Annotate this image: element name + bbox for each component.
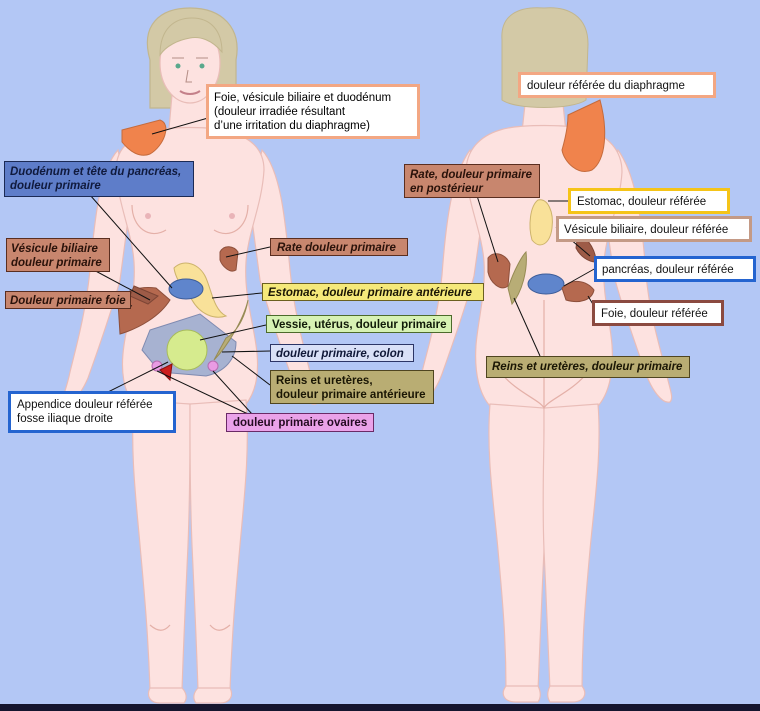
label-estomac-front: Estomac, douleur primaire antérieure (262, 283, 484, 301)
label-foie-back: Foie, douleur référée (592, 300, 724, 326)
pancreas-back (527, 273, 565, 295)
front-hair (159, 17, 223, 57)
front-face-features (172, 57, 208, 95)
gallbladder-front (129, 285, 159, 305)
kidney-back (507, 250, 527, 306)
front-chest-lines (131, 204, 249, 631)
label-foie-vesicule-duodenum: Foie, vésicule biliaire et duodénum (dou… (206, 84, 420, 139)
bladder-uterus-front (166, 329, 208, 371)
diaphragm-back (561, 99, 606, 172)
front-organs (117, 119, 249, 382)
label-pancreas-back: pancréas, douleur référée (594, 256, 756, 282)
label-colon: douleur primaire, colon (270, 344, 414, 362)
stomach-back (529, 199, 553, 246)
label-rate-back: Rate, douleur primaire en postérieur (404, 164, 540, 198)
label-vesicule-back: Vésicule biliaire, douleur référée (556, 216, 752, 242)
label-reins-front: Reins et uretères, douleur primaire anté… (270, 370, 434, 404)
ovary-right (207, 360, 219, 372)
diaphragm-irradiation-front (121, 119, 167, 156)
label-ovaires: douleur primaire ovaires (226, 413, 374, 432)
label-estomac-back: Estomac, douleur référée (568, 188, 730, 214)
pancreas-front (168, 278, 204, 300)
label-vessie-uterus: Vessie, utérus, douleur primaire (266, 315, 452, 333)
spleen-front (219, 246, 239, 272)
label-diaphragme-back: douleur référée du diaphragme (518, 72, 716, 98)
label-vesicule-front: Vésicule biliaire douleur primaire (6, 238, 110, 272)
label-reins-back: Reins et uretères, douleur primaire (486, 356, 690, 378)
back-body-lines (499, 300, 589, 410)
label-foie-front: Douleur primaire foie (5, 291, 131, 309)
label-rate-front: Rate douleur primaire (270, 238, 408, 256)
label-duodenum-pancreas: Duodénum et tête du pancréas, douleur pr… (4, 161, 194, 197)
label-appendice: Appendice douleur référée fosse iliaque … (8, 391, 176, 433)
ureter-front (213, 299, 249, 361)
liver-back (561, 281, 595, 303)
bottom-bar (0, 704, 760, 711)
front-connectors (89, 117, 271, 415)
